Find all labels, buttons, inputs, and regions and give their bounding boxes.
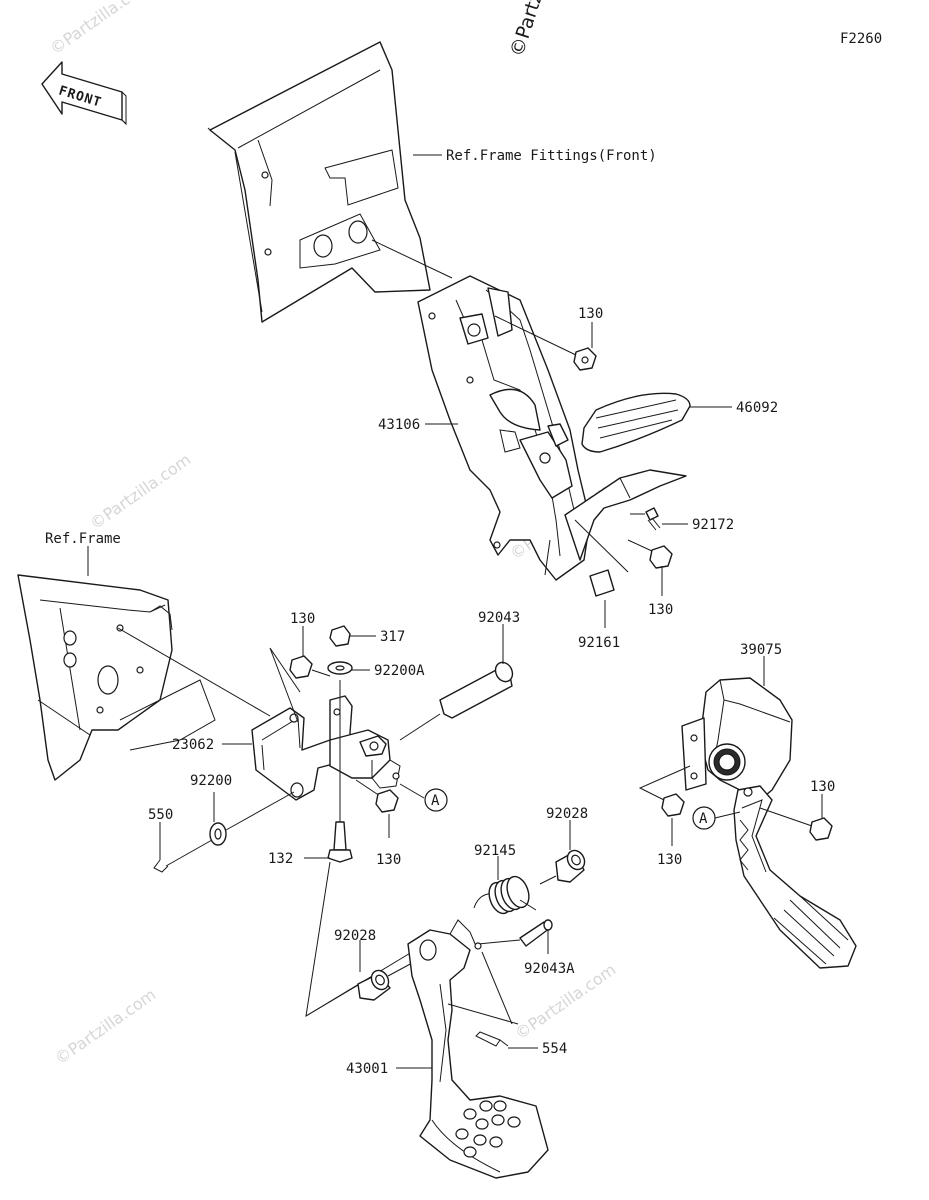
svg-text:A: A [431,793,440,809]
washer-92200 [209,822,227,846]
part-550-label: 550 [148,807,173,823]
leader-line [574,519,629,573]
cotter-pin-554 [475,1031,509,1047]
ref-frame-label: Ref.Frame [45,531,121,547]
part-130-label: 130 [810,779,835,795]
bolt-130 [355,779,399,813]
pedal-bracket [251,695,353,801]
part-554-label: 554 [542,1041,567,1057]
bolt-130 [627,539,673,580]
watermark: ©Partzilla [506,0,556,60]
part-130-label: 130 [648,602,673,618]
part-43001-label: 43001 [346,1061,388,1077]
accelerator-pedal-assy [681,677,857,969]
screw-92172 [645,507,661,531]
part-92145-label: 92145 [474,843,516,859]
leader-line [399,783,425,799]
watermark-faint: ©Partzilla.com [51,985,159,1068]
part-92200-label: 92200 [190,773,232,789]
pin-92043A [477,919,553,947]
part-130-label: 130 [578,306,603,322]
part-130-label: 130 [290,611,315,627]
svg-text:A: A [699,811,708,827]
lever-grip [581,392,691,453]
bolt-132 [327,680,353,863]
frame-ref [17,574,216,781]
part-92043-label: 92043 [478,610,520,626]
parking-brake-lever-assy [417,275,591,581]
collar-92028 [555,849,586,883]
part-92043A-label: 92043A [524,961,575,977]
clip-550 [153,839,213,873]
callout-a: A [692,806,716,830]
bolt-130 [289,655,331,679]
part-92200A-label: 92200A [374,663,425,679]
spring-92145 [473,875,557,915]
ref-frame-fittings-label: Ref.Frame Fittings(Front) [446,148,657,164]
bolt-130 [494,315,597,371]
brake-pedal [407,919,549,1179]
nut-317 [329,625,351,647]
part-39075-label: 39075 [740,642,782,658]
part-317-label: 317 [380,629,405,645]
pad-92161 [589,569,615,597]
callout-a: A [424,788,448,812]
part-92028-label: 92028 [546,806,588,822]
part-132-label: 132 [268,851,293,867]
leader-line [225,791,295,831]
leader-line [117,627,271,717]
watermark-faint: ©Partzilla.com [86,450,194,533]
part-130-label: 130 [376,852,401,868]
collar-92028 [357,961,415,1001]
diagram-code: F2260 [840,31,882,47]
switch-bracket [564,469,687,561]
part-92161-label: 92161 [578,635,620,651]
part-92028-label: 92028 [334,928,376,944]
front-arrow-icon: FRONT [41,61,127,126]
leader-line [371,239,453,279]
frame-fittings-front-ref [207,41,431,323]
part-46092-label: 46092 [736,400,778,416]
part-92172-label: 92172 [692,517,734,533]
bolt-130 [759,807,833,841]
pin-92043 [399,661,514,741]
leader-line [305,983,361,1017]
leader-line [269,647,301,723]
bolt-130 [638,765,691,817]
part-23062-label: 23062 [172,737,214,753]
watermark-faint: ©Partzilla.com [46,0,154,58]
washer-92200A [327,661,353,675]
pivot-block [329,729,401,789]
leader-line [714,811,741,819]
part-130-label: 130 [657,852,682,868]
part-43106-label: 43106 [378,417,420,433]
